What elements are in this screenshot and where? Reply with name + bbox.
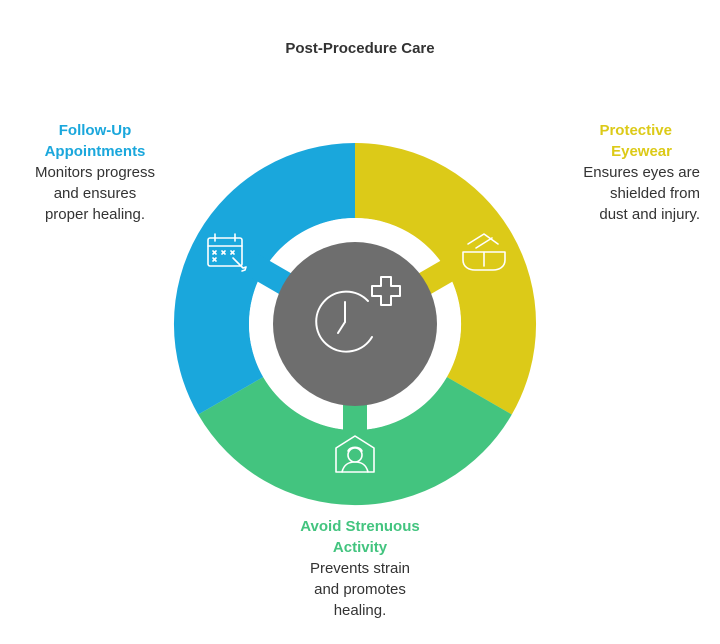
protective-eyewear-block: Protective Eyewear Ensures eyes are shie… xyxy=(525,120,700,225)
avoid-strenuous-activity-block: Avoid Strenuous Activity Prevents strain… xyxy=(230,516,490,621)
segment-follow-up-appointments xyxy=(173,142,355,415)
segment-protective-eyewear xyxy=(355,142,537,415)
eyewear-body-line2: shielded from xyxy=(609,185,700,202)
follow-up-body-line1: Monitors progress xyxy=(34,164,156,181)
rest-person-icon xyxy=(335,435,375,473)
diagram-title: Post-Procedure Care xyxy=(285,40,435,57)
activity-body-line3: healing. xyxy=(333,602,387,619)
activity-heading-line2: Activity xyxy=(332,539,388,556)
activity-description: Prevents strain and promotes healing. xyxy=(230,558,490,621)
eyewear-body-line3: dust and injury. xyxy=(599,206,700,223)
center-hub xyxy=(273,242,437,406)
follow-up-description: Monitors progress and ensures proper hea… xyxy=(0,162,190,225)
eyewear-heading-line1: Protective xyxy=(599,122,672,139)
activity-heading-line1: Avoid Strenuous xyxy=(300,518,420,535)
eyewear-description: Ensures eyes are shielded from dust and … xyxy=(525,162,700,225)
follow-up-appointments-block: Follow-Up Appointments Monitors progress… xyxy=(0,120,190,225)
activity-body-line1: Prevents strain xyxy=(309,560,411,577)
clock-plus-icon xyxy=(315,276,401,353)
activity-body-line2: and promotes xyxy=(314,581,406,598)
follow-up-heading-line1: Follow-Up xyxy=(58,122,132,139)
eyewear-heading-line2: Eyewear xyxy=(611,143,672,160)
calendar-icon xyxy=(207,233,247,272)
follow-up-heading: Follow-Up Appointments xyxy=(0,120,190,162)
follow-up-heading-line2: Appointments xyxy=(44,143,146,160)
eyewear-body-line1: Ensures eyes are xyxy=(583,164,700,181)
activity-heading: Avoid Strenuous Activity xyxy=(230,516,490,558)
follow-up-body-line3: proper healing. xyxy=(44,206,146,223)
follow-up-body-line2: and ensures xyxy=(53,185,137,202)
eyewear-heading: Protective Eyewear xyxy=(525,120,700,162)
goggles-icon xyxy=(462,233,506,271)
